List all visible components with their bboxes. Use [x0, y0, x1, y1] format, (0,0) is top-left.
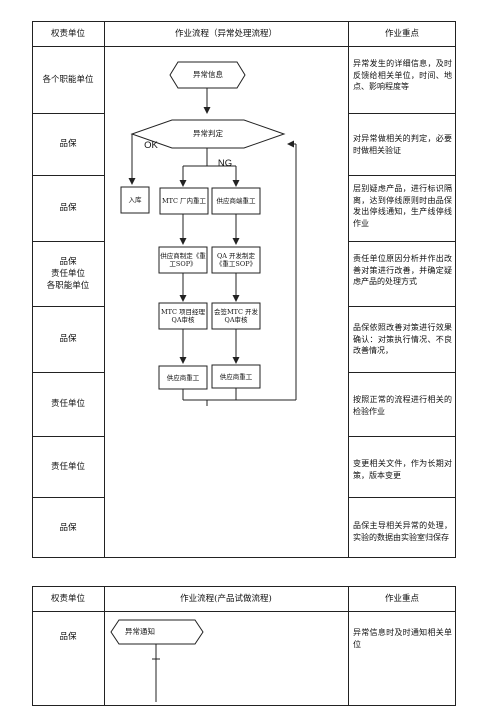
qa-sop-box [211, 246, 261, 274]
unit-row-5: 品保 [59, 334, 77, 344]
supplier-rework-label: 供应商端重工 [216, 197, 256, 205]
unit-row-7: 责任单位 [50, 461, 85, 472]
start-label: 异常信息 [193, 70, 223, 79]
start-node [169, 61, 246, 89]
mtc-review-label: MTC 项目经理QA审核 [160, 308, 206, 324]
unit-row-4: 品保 责任单位 各职能单位 [46, 256, 90, 291]
unit-row-3: 品保 [59, 203, 77, 213]
point-row-2: 对异常做相关的判定，必要时做相关验证 [353, 134, 452, 155]
point2-row-1: 异常信息时及时通知相关单位 [353, 628, 452, 649]
joint-review-box [211, 302, 261, 330]
mtc-review-box [158, 302, 208, 330]
header2-points: 作业重点 [384, 593, 419, 604]
supplier-sop-label: 供应商制定《重工SOP》 [160, 252, 206, 268]
header2-unit: 权责单位 [50, 593, 85, 604]
mtc-rework-label: MTC 厂内重工 [161, 197, 207, 205]
mtc-rework-box [159, 187, 209, 215]
qa-sop-label: QA 开发制定《重工SOP》 [215, 252, 257, 268]
point-row-3: 层别疑虑产品，进行标识隔离，达到停线原则时由品保发出停线通知，生产线停线作业 [353, 184, 452, 228]
notice-label: 异常通知 [125, 627, 155, 636]
header2-flow: 作业流程(产品试做流程) [180, 593, 272, 604]
point-row-1: 异常发生的详细信息，及时反馈给相关单位，时间、地点、影响程度等 [353, 59, 452, 91]
unit-row-2: 品保 [59, 139, 77, 149]
process-table-1 [32, 21, 456, 558]
store-box [120, 186, 150, 214]
header-unit: 权责单位 [50, 28, 85, 39]
unit-row-8: 品保 [59, 522, 77, 533]
point-row-5: 品保依照改善对策进行效果确认：对策执行情况、不良改善情况， [353, 323, 452, 355]
ok-label: OK [144, 140, 158, 151]
header-points: 作业重点 [384, 28, 419, 39]
supplier-sop-box [158, 246, 208, 274]
point-row-7: 变更相关文件，作为长期对策，版本变更 [353, 459, 452, 480]
point-row-4: 责任单位原因分析并作出改善对策进行改善，并确定疑虑产品的处理方式 [353, 254, 452, 286]
ng-label: NG [217, 158, 233, 169]
supplier-rework-label-3: 供应商重工 [219, 372, 253, 381]
joint-review-label: 会签MTC 开发QA审核 [213, 308, 259, 324]
exception-flowchart [120, 61, 297, 406]
decision-label: 异常判定 [193, 129, 223, 138]
unit-row-1: 各个职能单位 [42, 74, 94, 85]
unit2-row-1: 品保 [59, 632, 77, 642]
header-flow: 作业流程（异常处理流程） [174, 28, 277, 39]
unit-row-6: 责任单位 [50, 399, 85, 409]
notice-node [110, 619, 204, 645]
store-label: 入库 [128, 196, 142, 204]
supplier-rework-label-2: 供应商重工 [166, 373, 200, 382]
point-row-6: 按照正常的流程进行相关的检验作业 [353, 395, 452, 416]
point-row-8: 品保主导相关异常的处理，实验的数据由实验室归保存 [353, 521, 452, 542]
